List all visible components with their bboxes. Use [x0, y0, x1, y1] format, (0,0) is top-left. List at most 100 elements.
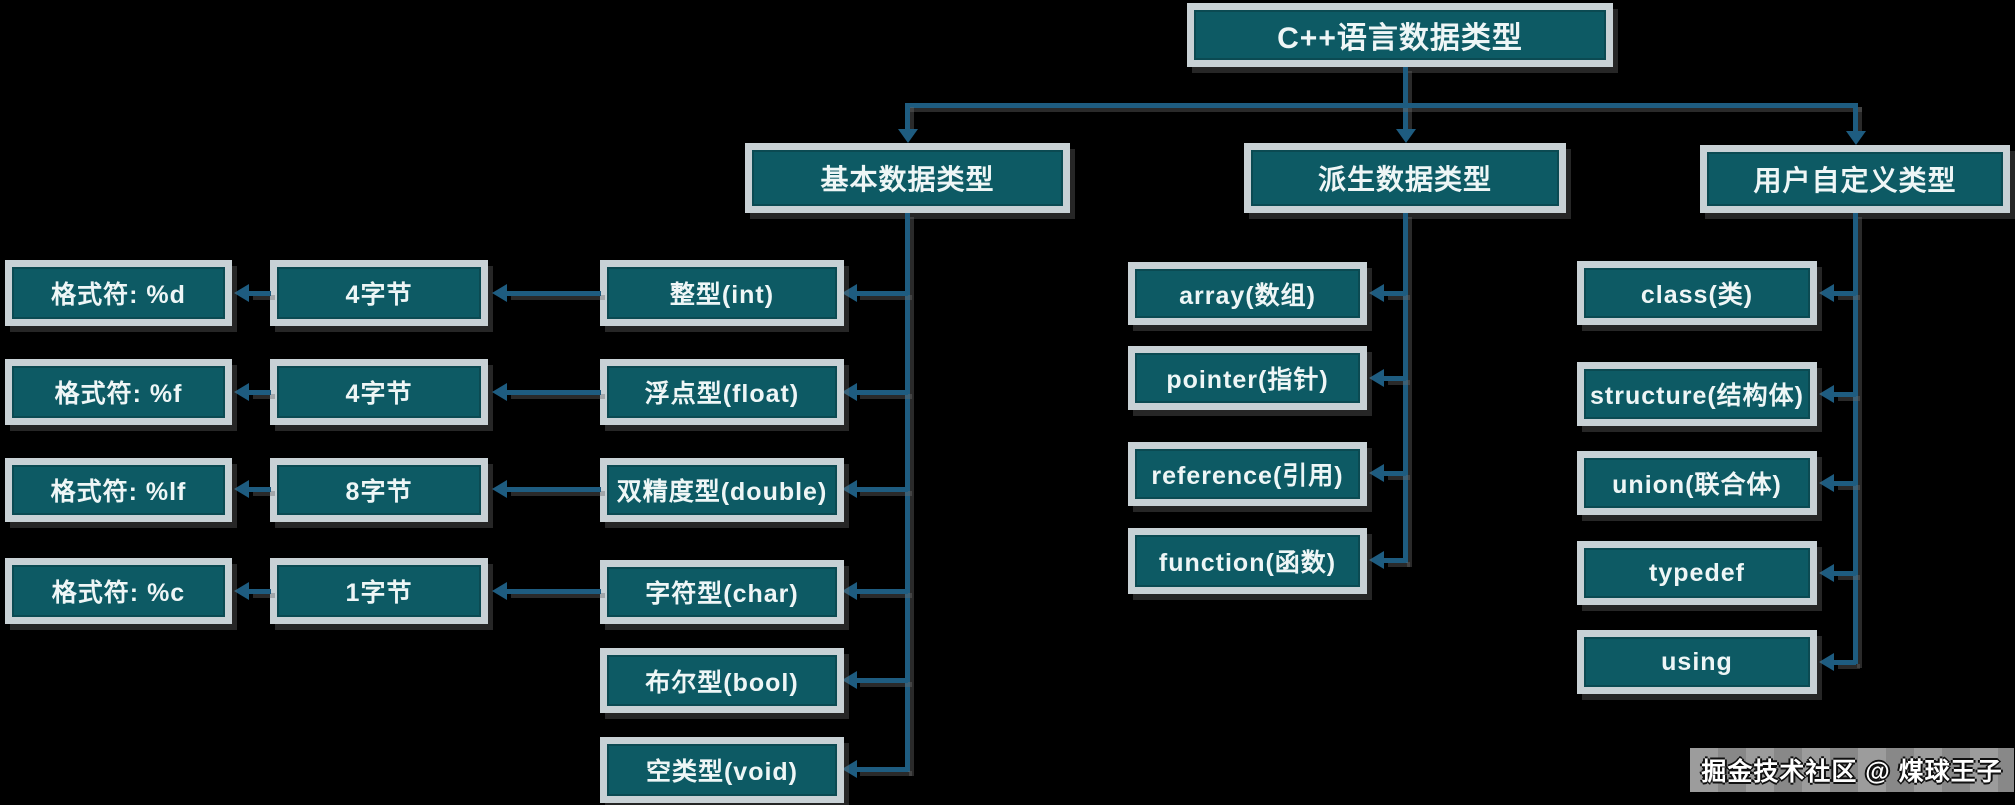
node-using-label: using — [1584, 637, 1810, 687]
node-typedef: typedef — [1577, 541, 1817, 605]
connector-drop-user — [1853, 103, 1858, 133]
arrow-left-union-icon — [1819, 474, 1834, 492]
node-pointer: pointer(指针) — [1128, 346, 1367, 410]
arrow-left-char-size-icon — [492, 582, 507, 600]
node-array-label: array(数组) — [1135, 269, 1360, 318]
node-int-format: 格式符: %d — [5, 260, 232, 326]
arrow-left-float-size-icon — [492, 383, 507, 401]
arrow-left-float-icon — [842, 383, 857, 401]
connector-float-size — [507, 390, 601, 395]
node-function: function(函数) — [1128, 528, 1367, 594]
connector-drop-basic — [905, 103, 910, 131]
connector-double-fmt — [249, 487, 271, 492]
arrow-left-pointer-icon — [1369, 369, 1384, 387]
connector-stub-int — [856, 291, 908, 296]
connector-stub-double — [856, 487, 908, 492]
arrow-left-int-fmt-icon — [234, 284, 249, 302]
arrow-left-array-icon — [1369, 284, 1384, 302]
connector-root-drop — [1403, 67, 1408, 131]
node-structure: structure(结构体) — [1577, 362, 1817, 426]
arrow-left-using-icon — [1819, 653, 1834, 671]
node-union: union(联合体) — [1577, 451, 1817, 515]
node-array: array(数组) — [1128, 262, 1367, 325]
arrow-left-int-icon — [842, 284, 857, 302]
node-float-format-label: 格式符: %f — [12, 366, 225, 418]
connector-stub-void — [856, 767, 908, 772]
node-char: 字符型(char) — [600, 560, 844, 624]
connector-char-size — [507, 589, 601, 594]
node-float-size: 4字节 — [270, 359, 488, 425]
arrow-left-int-size-icon — [492, 284, 507, 302]
node-reference-label: reference(引用) — [1135, 449, 1360, 499]
node-structure-label: structure(结构体) — [1584, 369, 1810, 419]
connector-double-size — [507, 487, 601, 492]
node-using: using — [1577, 630, 1817, 694]
connector-int-fmt — [249, 291, 271, 296]
node-user-defined-types: 用户自定义类型 — [1700, 145, 2010, 213]
node-class: class(类) — [1577, 261, 1817, 325]
node-double-label: 双精度型(double) — [607, 465, 837, 515]
connector-stub-typedef — [1834, 571, 1856, 576]
arrow-left-reference-icon — [1369, 464, 1384, 482]
arrow-left-function-icon — [1369, 551, 1384, 569]
arrow-left-double-fmt-icon — [234, 480, 249, 498]
node-char-label: 字符型(char) — [607, 567, 837, 617]
node-char-format: 格式符: %c — [5, 558, 232, 624]
arrow-down-derived-icon — [1396, 129, 1416, 143]
connector-user-trunk — [1853, 213, 1858, 664]
node-int-size-label: 4字节 — [277, 267, 481, 319]
node-root-label: C++语言数据类型 — [1194, 10, 1606, 60]
arrow-left-float-fmt-icon — [234, 383, 249, 401]
connector-basic-trunk — [905, 213, 910, 772]
connector-stub-char — [856, 589, 908, 594]
arrow-left-double-size-icon — [492, 480, 507, 498]
connector-derived-trunk — [1403, 213, 1408, 563]
arrow-left-char-fmt-icon — [234, 582, 249, 600]
node-char-size: 1字节 — [270, 558, 488, 624]
node-void: 空类型(void) — [600, 737, 844, 803]
connector-stub-union — [1834, 481, 1856, 486]
node-bool: 布尔型(bool) — [600, 648, 844, 713]
node-bool-label: 布尔型(bool) — [607, 655, 837, 706]
arrow-left-char-icon — [842, 582, 857, 600]
node-typedef-label: typedef — [1584, 548, 1810, 598]
connector-stub-float — [856, 390, 908, 395]
connector-stub-structure — [1834, 392, 1856, 397]
node-float: 浮点型(float) — [600, 359, 844, 425]
node-basic-types-label: 基本数据类型 — [752, 150, 1063, 206]
node-double-format-label: 格式符: %lf — [12, 465, 225, 515]
node-double-size-label: 8字节 — [277, 465, 481, 515]
node-reference: reference(引用) — [1128, 442, 1367, 506]
node-float-label: 浮点型(float) — [607, 366, 837, 418]
node-union-label: union(联合体) — [1584, 458, 1810, 508]
node-int-label: 整型(int) — [607, 267, 837, 319]
arrow-left-typedef-icon — [1819, 564, 1834, 582]
arrow-down-user-icon — [1846, 131, 1866, 145]
node-double-size: 8字节 — [270, 458, 488, 522]
node-float-format: 格式符: %f — [5, 359, 232, 425]
watermark: 掘金技术社区 @ 煤球王子 — [1690, 748, 2014, 792]
node-derived-types: 派生数据类型 — [1244, 143, 1566, 213]
connector-stub-bool — [856, 678, 908, 683]
connector-stub-using — [1834, 660, 1856, 665]
node-char-format-label: 格式符: %c — [12, 565, 225, 617]
arrow-left-bool-icon — [842, 671, 857, 689]
node-int-size: 4字节 — [270, 260, 488, 326]
node-basic-types: 基本数据类型 — [745, 143, 1070, 213]
connector-float-fmt — [249, 390, 271, 395]
node-function-label: function(函数) — [1135, 535, 1360, 587]
connector-char-fmt — [249, 589, 271, 594]
node-void-label: 空类型(void) — [607, 744, 837, 796]
node-derived-types-label: 派生数据类型 — [1251, 150, 1559, 206]
node-class-label: class(类) — [1584, 268, 1810, 318]
node-user-defined-types-label: 用户自定义类型 — [1707, 152, 2003, 206]
node-char-size-label: 1字节 — [277, 565, 481, 617]
connector-stub-pointer — [1384, 376, 1406, 381]
node-root: C++语言数据类型 — [1187, 3, 1613, 67]
arrow-left-structure-icon — [1819, 385, 1834, 403]
connector-int-size — [507, 291, 601, 296]
node-int: 整型(int) — [600, 260, 844, 326]
node-double: 双精度型(double) — [600, 458, 844, 522]
connector-bus — [905, 103, 1858, 108]
